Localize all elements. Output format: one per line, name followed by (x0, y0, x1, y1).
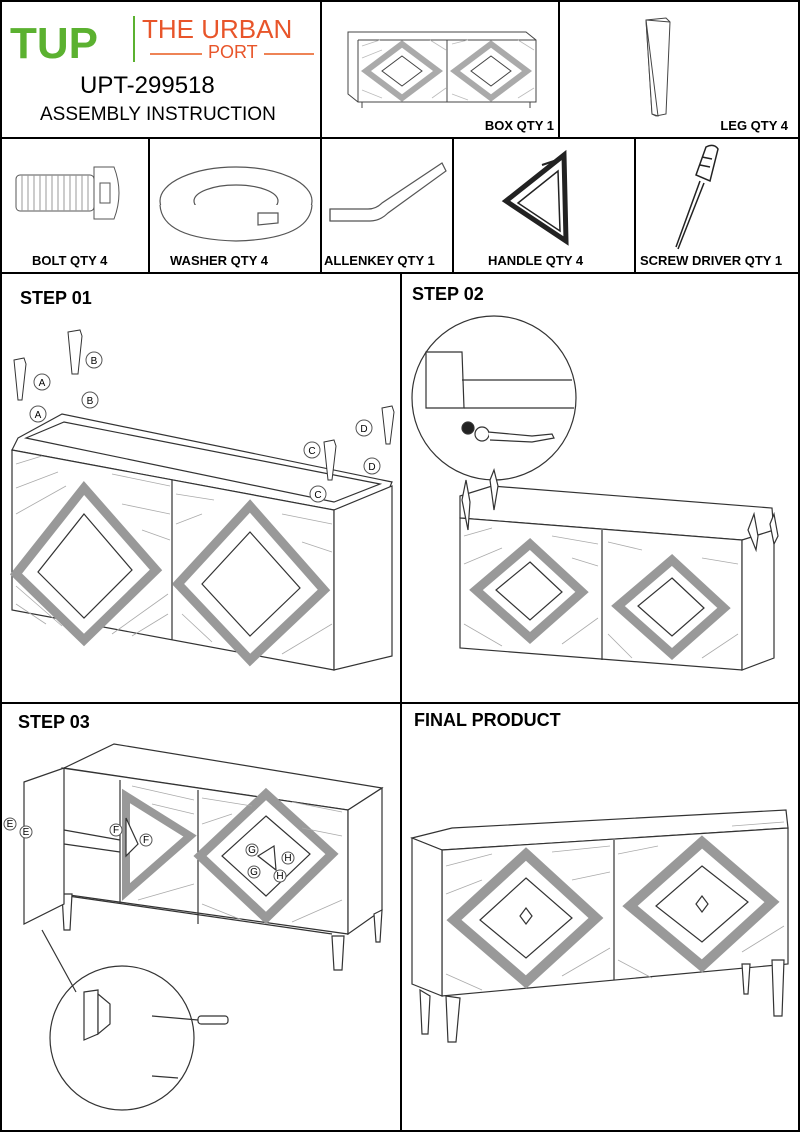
marker-f2: F (143, 835, 149, 846)
final-product-panel: FINAL PRODUCT (400, 702, 800, 1132)
step-01-title: STEP 01 (20, 288, 92, 308)
part-leg-panel: LEG QTY 4 (558, 0, 800, 139)
marker-b2: B (87, 396, 94, 407)
marker-a2: A (35, 410, 42, 421)
marker-d1: D (360, 424, 367, 435)
part-label-screwdriver: SCREW DRIVER QTY 1 (640, 253, 783, 268)
marker-c1: C (308, 446, 315, 457)
screwdriver-icon (675, 144, 719, 250)
step-01-illustration: A A B B C C D D (9, 329, 395, 671)
part-handle-panel: HANDLE QTY 4 (452, 137, 636, 274)
part-allenkey-panel: ALLENKEY QTY 1 (320, 137, 454, 274)
step-02-panel: STEP 02 (400, 272, 800, 704)
marker-b1: B (91, 356, 98, 367)
step-03-illustration: E E F F G G H H (3, 743, 384, 1111)
document-title: ASSEMBLY INSTRUCTION (40, 104, 276, 125)
part-box-panel: BOX QTY 1 (320, 0, 560, 139)
marker-d2: D (368, 462, 375, 473)
step-03-title: STEP 03 (18, 712, 90, 732)
part-label-box: BOX QTY 1 (484, 118, 554, 133)
leg-icon (645, 17, 671, 117)
part-label-handle: HANDLE QTY 4 (488, 253, 584, 268)
part-label-bolt: BOLT QTY 4 (32, 253, 108, 268)
washer-icon (159, 166, 313, 242)
marker-e2: E (23, 827, 30, 838)
allen-key-icon (329, 162, 447, 222)
model-code: UPT-299518 (80, 72, 215, 99)
final-product-title: FINAL PRODUCT (414, 710, 561, 730)
part-label-allenkey: ALLENKEY QTY 1 (324, 253, 435, 268)
part-bolt-panel: BOLT QTY 4 (0, 137, 150, 274)
part-screwdriver-panel: SCREW DRIVER QTY 1 (634, 137, 800, 274)
step-02-illustration (411, 315, 779, 671)
logo-mark: TUP (10, 19, 98, 68)
brand-name: THE URBAN (142, 14, 293, 44)
marker-h1: H (284, 853, 291, 864)
brand-sub: PORT (208, 42, 258, 62)
step-03-panel: STEP 03 (0, 702, 402, 1132)
part-label-washer: WASHER QTY 4 (170, 253, 269, 268)
part-label-leg: LEG QTY 4 (720, 118, 788, 133)
bolt-icon (15, 166, 120, 220)
marker-g1: G (248, 845, 256, 856)
marker-a1: A (39, 378, 46, 389)
marker-e1: E (7, 819, 14, 830)
step-02-title: STEP 02 (412, 284, 484, 304)
marker-f1: F (113, 825, 119, 836)
handle-icon (501, 149, 569, 246)
final-product-illustration (410, 809, 789, 1043)
marker-c2: C (314, 490, 321, 501)
part-washer-panel: WASHER QTY 4 (148, 137, 322, 274)
header-panel: TUP THE URBAN PORT UPT-299518 ASSEMBLY I… (0, 0, 322, 139)
marker-h2: H (276, 871, 283, 882)
box-icon (347, 31, 537, 108)
step-01-panel: STEP 01 (0, 272, 402, 704)
marker-g2: G (250, 867, 258, 878)
brand-logo: TUP (10, 16, 314, 68)
